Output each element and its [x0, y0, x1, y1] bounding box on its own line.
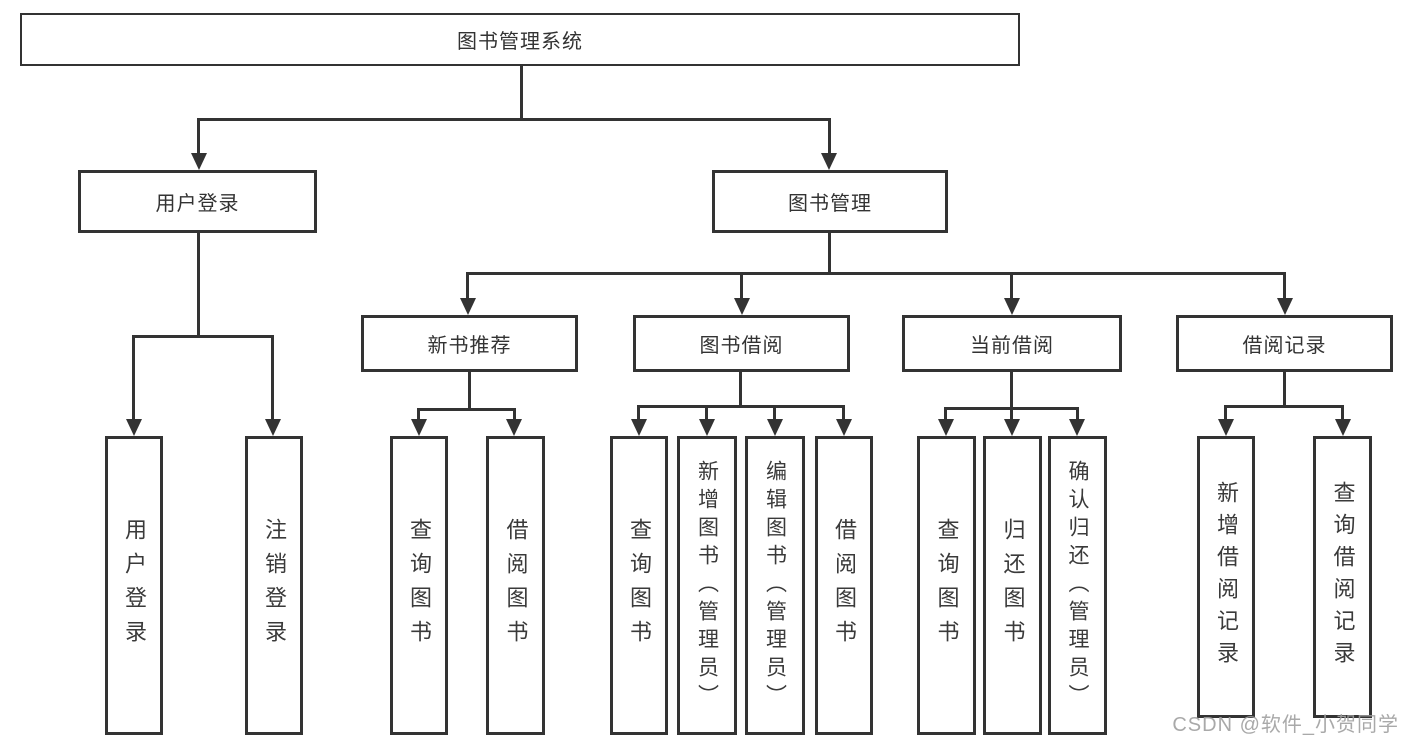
connector-line — [739, 372, 742, 405]
connector-line — [468, 372, 471, 408]
node-user-login: 用户登录 — [78, 170, 317, 233]
leaf-records-query-record: 查询借阅记录 — [1313, 436, 1372, 718]
node-root: 图书管理系统 — [20, 13, 1020, 66]
leaf-user-login: 用户登录 — [105, 436, 163, 735]
leaf-logout: 注销登录 — [245, 436, 303, 735]
connector-line — [637, 405, 845, 408]
connector-line — [944, 407, 947, 424]
leaf-recommend-query-book: 查询图书 — [390, 436, 448, 735]
connector-line — [1076, 407, 1079, 424]
leaf-borrow-query-book: 查询图书 — [610, 436, 668, 735]
leaf-recommend-borrow-book-label: 借阅图书 — [503, 517, 529, 654]
arrowhead-down — [460, 298, 476, 315]
connector-line — [1224, 405, 1227, 424]
node-new-book-recommend-label: 新书推荐 — [427, 335, 512, 357]
leaf-user-login-label: 用户登录 — [122, 517, 147, 654]
leaf-current-query-book-label: 查询图书 — [934, 517, 960, 654]
leaf-logout-label: 注销登录 — [262, 517, 287, 654]
node-borrow-records: 借阅记录 — [1176, 315, 1393, 372]
arrowhead-down — [126, 419, 142, 436]
connector-line — [1341, 405, 1344, 424]
connector-line — [417, 408, 516, 411]
connector-line — [1283, 272, 1286, 302]
connector-line — [740, 272, 743, 302]
leaf-records-add-record: 新增借阅记录 — [1197, 436, 1255, 718]
leaf-borrow-add-book-admin: 新增图书（管理员） — [677, 436, 737, 735]
connector-line — [197, 118, 831, 121]
node-book-borrow: 图书借阅 — [633, 315, 850, 372]
arrowhead-down — [506, 419, 522, 436]
connector-line — [197, 118, 200, 158]
leaf-borrow-borrow-book-label: 借阅图书 — [832, 517, 857, 654]
node-user-login-label: 用户登录 — [155, 193, 240, 215]
leaf-current-return-book: 归还图书 — [983, 436, 1042, 735]
connector-line — [466, 272, 1286, 275]
connector-line — [773, 405, 776, 424]
arrowhead-down — [734, 298, 750, 315]
arrowhead-down — [1335, 419, 1351, 436]
arrowhead-down — [767, 419, 783, 436]
arrowhead-down — [1218, 419, 1234, 436]
node-borrow-records-label: 借阅记录 — [1242, 335, 1327, 357]
arrowhead-down — [191, 153, 207, 170]
leaf-recommend-borrow-book: 借阅图书 — [486, 436, 545, 735]
leaf-current-return-book-label: 归还图书 — [1000, 517, 1026, 654]
leaf-current-query-book: 查询图书 — [917, 436, 976, 735]
leaf-records-query-record-label: 查询借阅记录 — [1330, 481, 1356, 673]
connector-line — [466, 272, 469, 302]
connector-line — [520, 66, 523, 119]
arrowhead-down — [411, 419, 427, 436]
connector-line — [271, 335, 274, 423]
connector-line — [637, 405, 640, 424]
leaf-borrow-borrow-book: 借阅图书 — [815, 436, 873, 735]
connector-line — [1010, 372, 1013, 407]
node-book-management-label: 图书管理 — [788, 193, 872, 215]
connector-line — [842, 405, 845, 424]
connector-line — [197, 233, 200, 335]
arrowhead-down — [938, 419, 954, 436]
arrowhead-down — [821, 153, 837, 170]
connector-line — [1224, 405, 1344, 408]
connector-line — [132, 335, 274, 338]
node-book-borrow-label: 图书借阅 — [699, 335, 784, 357]
arrowhead-down — [699, 419, 715, 436]
leaf-borrow-edit-book-admin-label: 编辑图书（管理员） — [763, 459, 787, 712]
leaf-current-confirm-return-admin-label: 确认归还（管理员） — [1066, 459, 1089, 712]
connector-line — [417, 408, 420, 424]
arrowhead-down — [265, 419, 281, 436]
connector-line — [1010, 272, 1013, 302]
node-book-management: 图书管理 — [712, 170, 948, 233]
leaf-records-add-record-label: 新增借阅记录 — [1214, 481, 1239, 673]
connector-line — [1283, 372, 1286, 405]
leaf-recommend-query-book-label: 查询图书 — [407, 517, 432, 654]
connector-line — [828, 233, 831, 272]
leaf-borrow-edit-book-admin: 编辑图书（管理员） — [745, 436, 805, 735]
node-current-borrow-label: 当前借阅 — [970, 335, 1054, 357]
leaf-borrow-add-book-admin-label: 新增图书（管理员） — [695, 459, 719, 712]
connector-line — [1010, 407, 1013, 424]
arrowhead-down — [1277, 298, 1293, 315]
arrowhead-down — [631, 419, 647, 436]
leaf-borrow-query-book-label: 查询图书 — [627, 517, 652, 654]
node-current-borrow: 当前借阅 — [902, 315, 1122, 372]
arrowhead-down — [1069, 419, 1085, 436]
connector-line — [705, 405, 708, 424]
leaf-current-confirm-return-admin: 确认归还（管理员） — [1048, 436, 1107, 735]
connector-line — [513, 408, 516, 424]
arrowhead-down — [1004, 419, 1020, 436]
arrowhead-down — [1004, 298, 1020, 315]
arrowhead-down — [836, 419, 852, 436]
node-new-book-recommend: 新书推荐 — [361, 315, 578, 372]
connector-line — [828, 118, 831, 158]
connector-line — [132, 335, 135, 423]
node-root-label: 图书管理系统 — [457, 31, 583, 53]
